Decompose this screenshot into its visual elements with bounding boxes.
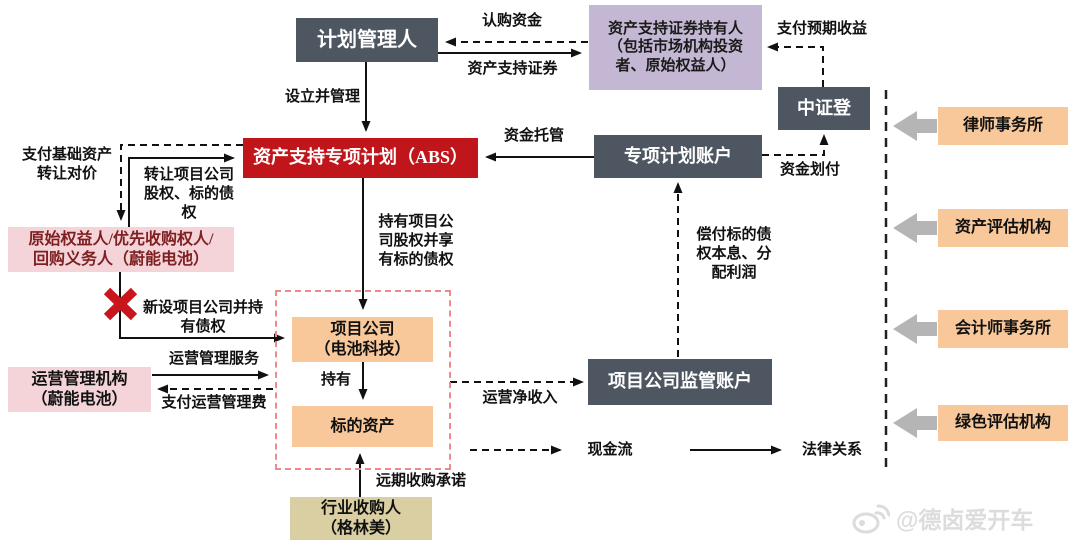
watermark: @德卤爱开车	[852, 501, 1033, 535]
node-industry-buyer: 行业收购人 （格林美）	[290, 497, 432, 540]
intermediary-arrows	[893, 111, 937, 438]
label-fund-custody: 资金托管	[503, 128, 564, 144]
edge-pay-expected-return	[767, 42, 824, 87]
edge-owner-newspv-to-projectco	[119, 272, 285, 343]
project-group-frame	[275, 290, 451, 470]
edge-pay-base-consideration	[116, 144, 243, 221]
node-abs-holders: 资产支持证券持有人 （包括市场机构投资 者、原始权益人）	[589, 5, 762, 90]
label-net-operating-income: 运营净收入	[482, 390, 558, 406]
label-repay-principal-interest: 偿付标的债 权本息、分 配利润	[696, 227, 772, 281]
node-underlying-asset: 标的资产	[292, 406, 433, 447]
node-ops-manager: 运营管理机构 （蔚能电池）	[8, 367, 151, 412]
label-pay-ops-fee: 支付运营管理费	[161, 395, 267, 411]
node-abs-plan: 资产支持专项计划（ABS）	[243, 138, 478, 178]
label-pay-expected-return: 支付预期收益	[776, 21, 867, 37]
red-cross-icon	[103, 287, 138, 321]
node-original-owner: 原始权益人/优先收购权人/ 回购义务人（蔚能电池）	[8, 227, 234, 272]
legend-cash-flow: 现金流	[587, 442, 633, 458]
node-project-company: 项目公司 （电池科技）	[292, 317, 433, 362]
node-green-appraiser: 绿色评估机构	[938, 405, 1068, 441]
watermark-text: @德卤爱开车	[896, 507, 1034, 533]
weibo-icon	[852, 504, 890, 534]
block-arrow-icon	[893, 213, 937, 243]
edge-fund-transfer	[762, 134, 829, 156]
node-accountant-firm: 会计师事务所	[938, 310, 1068, 348]
label-abs-securities: 资产支持证券	[467, 61, 558, 77]
label-ops-service: 运营管理服务	[168, 351, 259, 367]
node-asset-appraiser: 资产评估机构	[938, 209, 1068, 247]
block-arrow-icon	[893, 111, 937, 141]
block-arrow-icon	[893, 408, 937, 438]
label-hold-equity-debt: 持有项目公 司股权并享 有标的债权	[378, 214, 454, 268]
node-law-firm: 律师事务所	[938, 107, 1068, 145]
label-new-spv-with-debt: 新设项目公司并持 有债权	[142, 300, 263, 335]
node-csdc: 中证登	[778, 87, 870, 130]
legend-legal-relation: 法律关系	[801, 442, 862, 458]
node-plan-manager: 计划管理人	[296, 18, 438, 62]
node-supervision-account: 项目公司监管账户	[588, 359, 772, 405]
block-arrow-icon	[893, 314, 937, 344]
label-hold: 持有	[320, 372, 351, 388]
node-spv-account: 专项计划账户	[594, 135, 762, 178]
edge-owner-transfer-to-abs	[128, 153, 235, 227]
label-fund-transfer: 资金划付	[779, 162, 840, 178]
label-setup-and-manage: 设立并管理	[284, 89, 360, 105]
label-subscription-funds: 认购资金	[481, 13, 542, 29]
label-pay-base-consideration: 支付基础资产 转让对价	[21, 147, 112, 182]
label-forward-purchase-commitment: 远期收购承诺	[375, 473, 466, 489]
label-transfer-equity-debt: 转让项目公司 股权、标的债 权	[143, 167, 234, 221]
